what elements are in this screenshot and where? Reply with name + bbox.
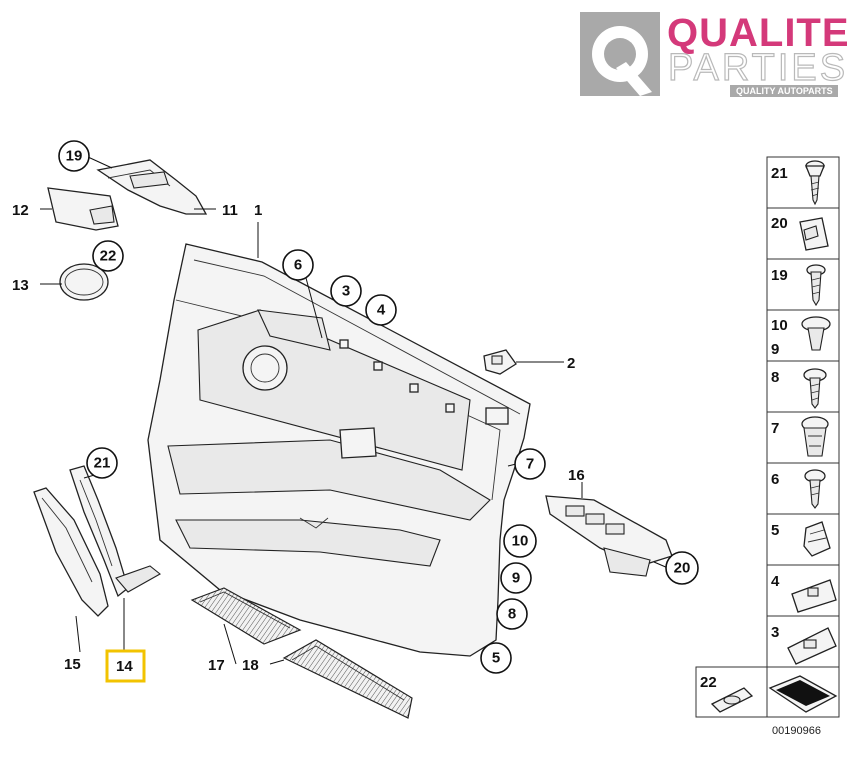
screw-icon [804, 469, 826, 509]
svg-text:20: 20 [674, 560, 691, 577]
fastener-legend: 21 20 19 10 9 8 7 6 5 4 3 22 [695, 156, 840, 718]
svg-text:9: 9 [512, 570, 520, 587]
label-13: 13 [12, 277, 29, 294]
pull-handle-strip [33, 487, 109, 617]
vent-grille-18 [282, 639, 413, 719]
legend-21: 21 [771, 165, 788, 182]
bracket-icon [787, 627, 837, 665]
callout-5: 5 [480, 642, 512, 674]
svg-text:4: 4 [377, 302, 386, 319]
label-11: 11 [222, 202, 238, 219]
callout-8: 8 [496, 598, 528, 630]
label-15: 15 [64, 656, 81, 673]
spring-nut-icon [803, 521, 831, 557]
legend-20: 20 [771, 215, 788, 232]
svg-text:5: 5 [492, 650, 500, 667]
label-17: 17 [208, 657, 225, 674]
callout-3: 3 [330, 275, 362, 307]
bracket-icon [791, 579, 837, 613]
label-18: 18 [242, 657, 259, 674]
svg-text:3: 3 [342, 283, 350, 300]
screw-icon [805, 160, 825, 206]
callout-6: 6 [282, 249, 314, 281]
svg-text:7: 7 [526, 456, 534, 473]
logo-line2: PARTIES [668, 47, 848, 89]
highlight-box-14 [105, 649, 146, 683]
inner-handle-bracket [96, 159, 208, 215]
speaker-grille [242, 345, 288, 391]
callout-9: 9 [500, 562, 532, 594]
callout-4: 4 [365, 294, 397, 326]
label-12: 12 [12, 202, 29, 219]
diagram-id: 00190966 [772, 725, 821, 737]
svg-text:19: 19 [66, 148, 83, 165]
legend-5: 5 [771, 522, 779, 539]
clip-icon [799, 217, 829, 251]
legend-4: 4 [771, 573, 780, 590]
adhesive-strip-icon [768, 675, 838, 713]
label-16: 16 [568, 467, 585, 484]
q-letter-icon [592, 26, 652, 96]
screw-icon [806, 264, 826, 307]
screw-icon [803, 368, 827, 409]
handle-carrier [69, 465, 161, 598]
label-14: 14 [116, 658, 133, 675]
logo-tagline: QUALITY AUTOPARTS [736, 86, 833, 96]
door-handle-cover [47, 187, 119, 231]
push-clip-icon [801, 416, 829, 457]
svg-text:8: 8 [508, 606, 516, 623]
legend-3: 3 [771, 624, 779, 641]
window-switch-panel [545, 495, 673, 577]
legend-9: 9 [771, 341, 779, 358]
expanding-rivet-icon [801, 316, 831, 351]
callout-21: 21 [86, 447, 118, 479]
legend-22: 22 [700, 674, 717, 691]
logo-line1: QUALITE [667, 11, 850, 55]
legend-8: 8 [771, 369, 779, 386]
callout-20: 20 [665, 551, 699, 585]
callout-10: 10 [503, 524, 537, 558]
brand-logo: QUALITE PARTIES QUALITY AUTOPARTS [580, 11, 850, 97]
svg-text:6: 6 [294, 257, 302, 274]
callout-22: 22 [92, 240, 124, 272]
svg-text:21: 21 [94, 455, 111, 472]
label-1: 1 [254, 202, 262, 219]
vent-grille-17 [190, 587, 302, 645]
small-switch-part [483, 349, 517, 375]
pad-icon [710, 687, 754, 713]
legend-6: 6 [771, 471, 779, 488]
callout-7: 7 [514, 448, 546, 480]
round-cap [59, 263, 109, 301]
legend-7: 7 [771, 420, 779, 437]
legend-19: 19 [771, 267, 788, 284]
svg-text:10: 10 [512, 533, 529, 550]
door-trim-panel [147, 243, 531, 657]
svg-text:22: 22 [100, 248, 117, 265]
tagline-bar [730, 85, 838, 97]
legend-10: 10 [771, 317, 788, 334]
callout-19: 19 [58, 140, 90, 172]
label-2: 2 [567, 355, 575, 372]
